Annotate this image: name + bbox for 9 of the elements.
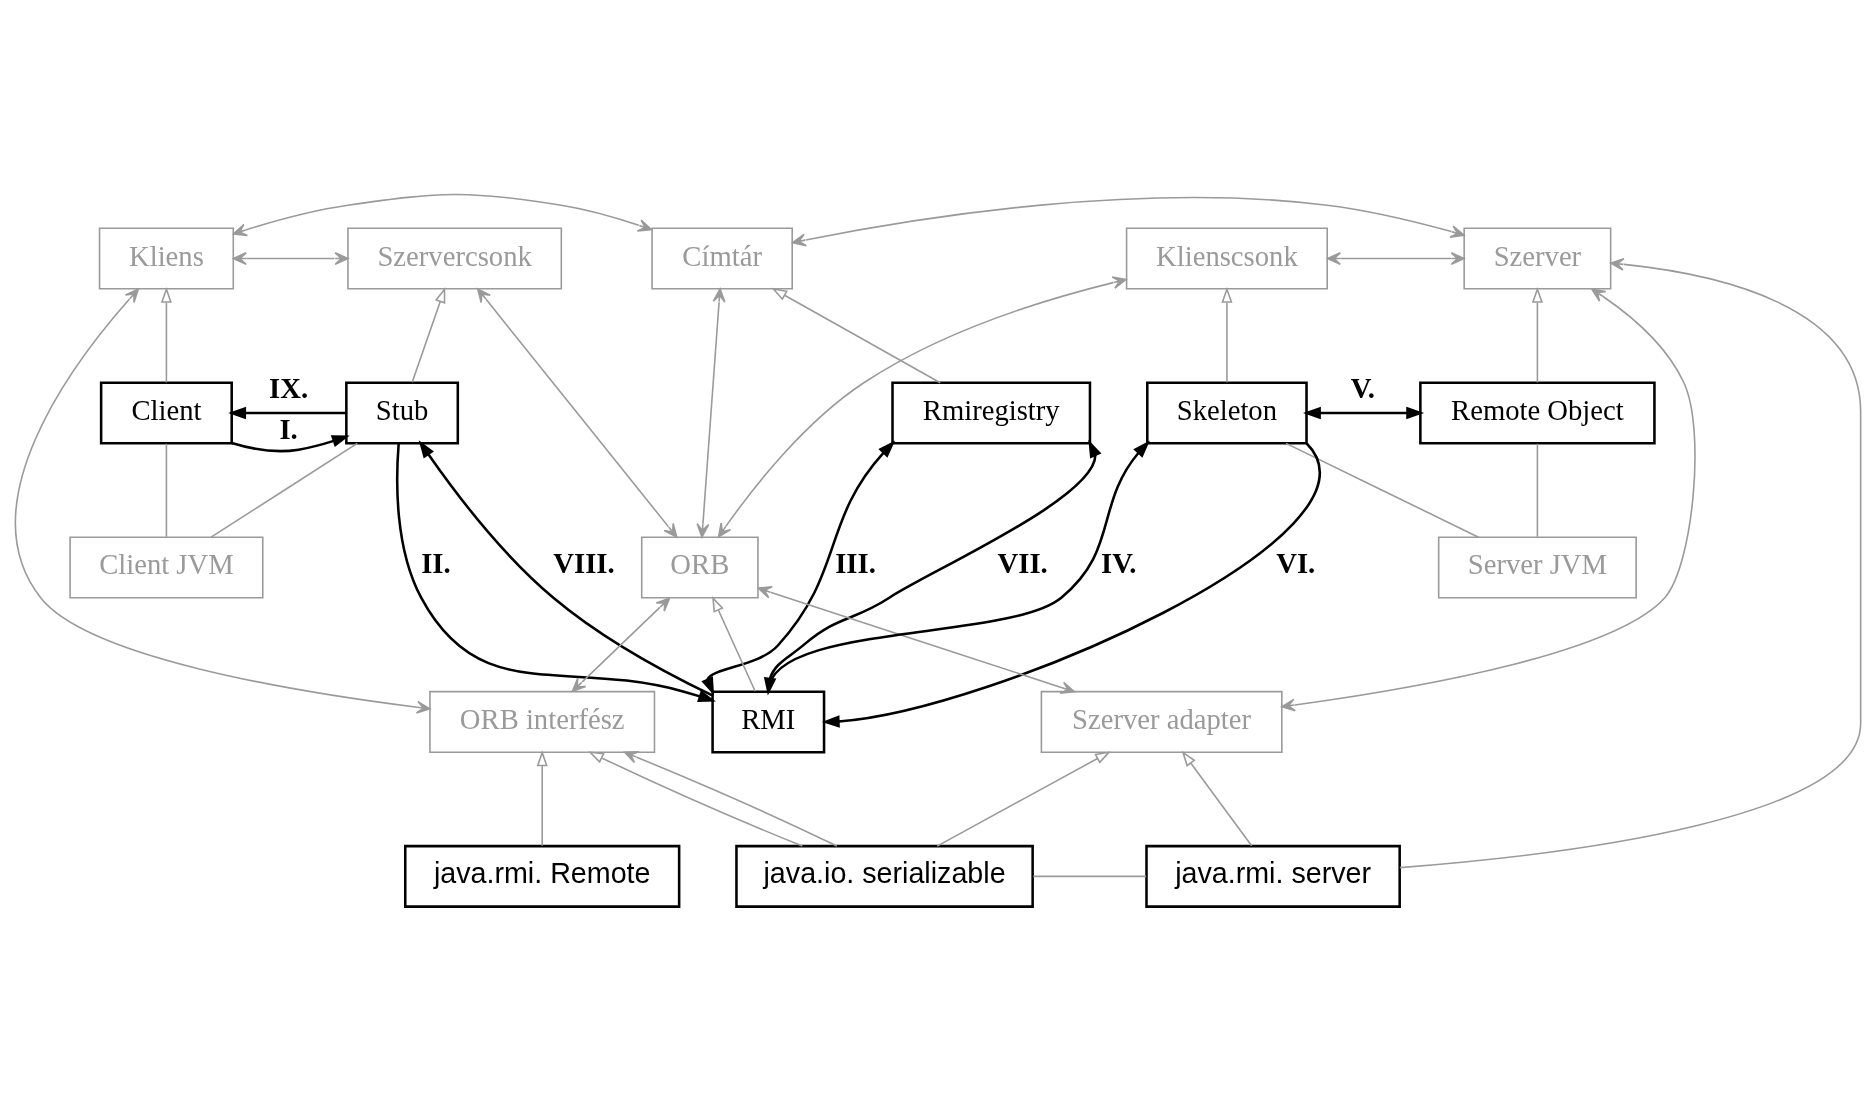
edge-label: II. [421, 546, 451, 579]
edge-label: VI. [1276, 546, 1316, 579]
edge-label: V. [1350, 371, 1375, 404]
edge-label: VIII. [553, 546, 615, 579]
edge-label: VII. [997, 546, 1048, 579]
edge-label: IV. [1101, 546, 1137, 579]
edge-label: I. [279, 413, 298, 446]
edge-label: III. [835, 546, 876, 579]
edge-label: IX. [269, 371, 309, 404]
